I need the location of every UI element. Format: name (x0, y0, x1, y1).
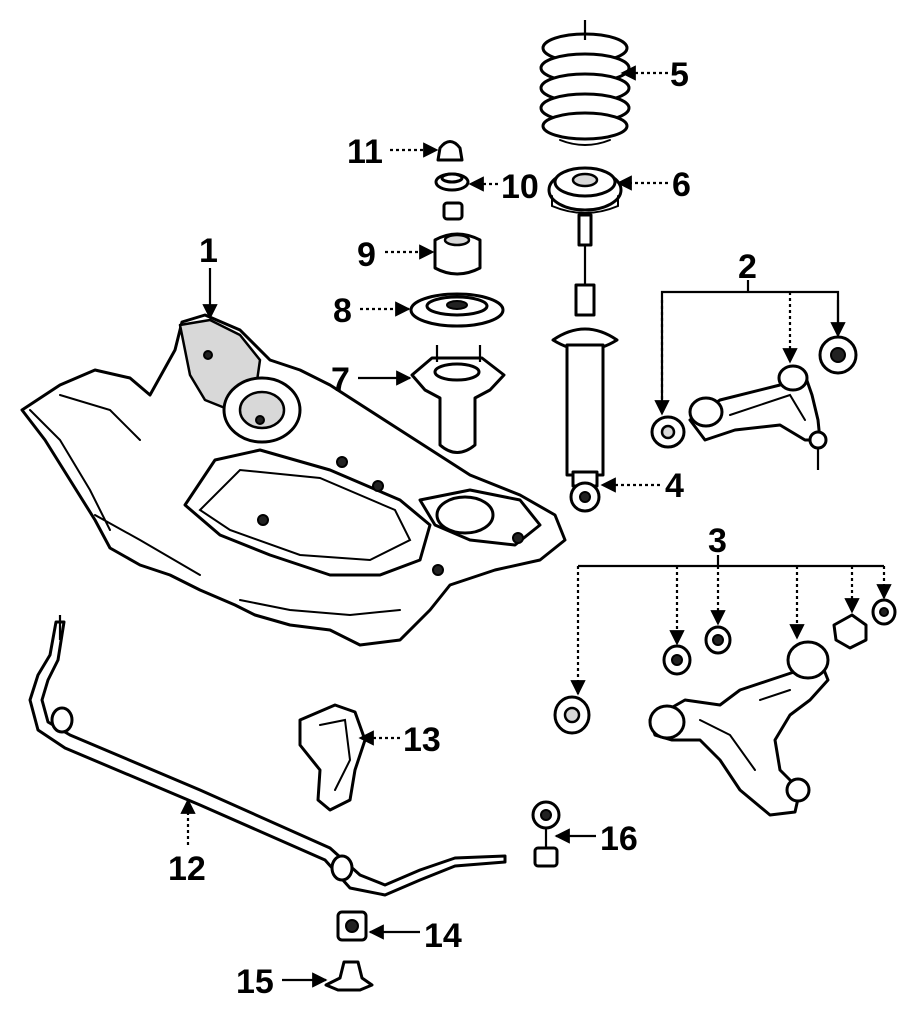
callout-9: 9 (357, 236, 376, 274)
callout-7: 7 (331, 361, 350, 399)
callout-10: 10 (501, 168, 539, 206)
leader-2-bracket (660, 290, 840, 402)
mount-bushing-part[interactable] (433, 232, 482, 276)
callout-14: 14 (424, 917, 462, 955)
upper-arm-bushing-2-part[interactable] (818, 335, 858, 375)
callout-2: 2 (738, 248, 757, 286)
lower-arm-bushing-a-part[interactable] (553, 695, 591, 735)
callout-3: 3 (708, 522, 727, 560)
stabilizer-bushing-part[interactable] (336, 910, 368, 942)
lower-arm-bushing-d-part[interactable] (832, 613, 868, 650)
callout-8: 8 (333, 292, 352, 330)
lower-arm-bushing-b-part[interactable] (662, 644, 692, 676)
callout-16: 16 (600, 820, 638, 858)
callout-6: 6 (672, 166, 691, 204)
insulator-part[interactable] (409, 292, 505, 328)
callout-1: 1 (199, 232, 218, 270)
stabilizer-bracket-part[interactable] (298, 703, 367, 812)
spring-seat-part[interactable] (547, 166, 623, 214)
lower-arm-bushing-e-part[interactable] (871, 598, 897, 626)
callout-13: 13 (403, 721, 441, 759)
stabilizer-link-part[interactable] (531, 800, 561, 868)
lower-control-arm-part[interactable] (648, 640, 830, 817)
callout-11: 11 (347, 133, 383, 171)
shock-absorber-part[interactable] (551, 213, 619, 513)
upper-arm-bushing-part[interactable] (650, 415, 686, 449)
callout-4: 4 (665, 467, 684, 505)
callout-5: 5 (670, 56, 689, 94)
callout-12: 12 (168, 850, 206, 888)
stabilizer-bar-part[interactable] (28, 615, 507, 897)
upper-control-arm-part[interactable] (688, 364, 828, 470)
callout-15: 15 (236, 963, 274, 1001)
subframe-part[interactable] (20, 313, 567, 647)
bump-stop-part[interactable] (436, 140, 464, 162)
bushing-clamp-part[interactable] (324, 960, 374, 992)
small-bushing-part[interactable] (442, 201, 464, 221)
coil-spring-part[interactable] (539, 20, 631, 146)
washer-part[interactable] (434, 172, 470, 192)
strut-mount-part[interactable] (410, 345, 506, 454)
lower-arm-bushing-c-part[interactable] (704, 625, 732, 655)
